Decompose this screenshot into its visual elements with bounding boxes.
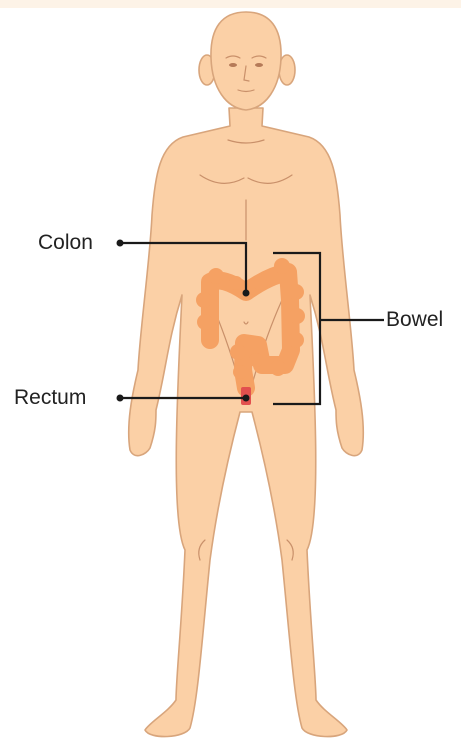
rectum-label: Rectum [14, 387, 86, 408]
bowel-label: Bowel [386, 309, 443, 330]
head [211, 12, 281, 110]
colon-label: Colon [38, 232, 93, 253]
